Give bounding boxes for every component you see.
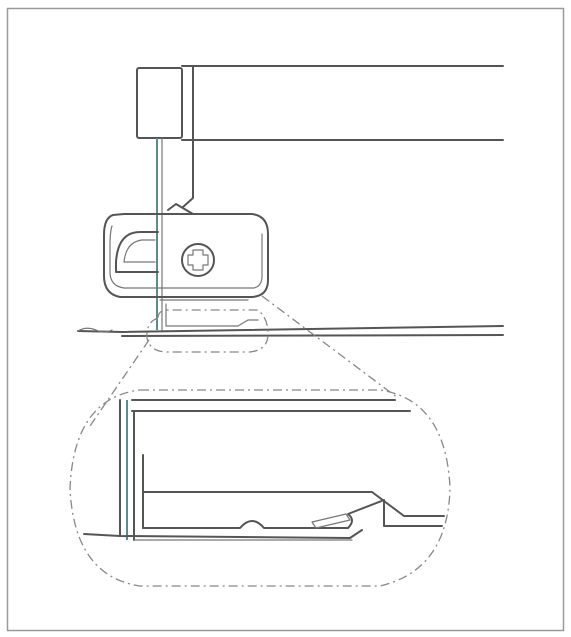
callout-leader-right [261, 295, 399, 399]
detail-callout-small [146, 309, 269, 353]
rail-top-line [77, 325, 504, 333]
detail-clip-bottom [83, 529, 363, 539]
top-block [136, 67, 183, 139]
callout-leader-left [89, 339, 150, 427]
rail-notch [165, 303, 259, 327]
detail-rail-top [142, 491, 445, 517]
enlarged-detail [69, 389, 451, 587]
rail-end-curl [77, 327, 113, 333]
figure-border [6, 7, 565, 632]
panel-side-edge [182, 65, 194, 208]
screw-drive-icon [187, 249, 209, 271]
screw-head [181, 243, 215, 277]
lower-rail [77, 299, 504, 337]
detail-rail-profile [142, 499, 443, 529]
clip-outer-body [103, 213, 269, 298]
upper-panel [136, 65, 504, 208]
rail-bottom-line [121, 334, 504, 337]
clip-inner-edge [109, 225, 263, 289]
clip-slot [115, 231, 159, 273]
mounting-clip [103, 203, 269, 298]
detail-callout-large [69, 389, 451, 587]
clip-top-wedge [167, 203, 194, 215]
clip-slot-inner [123, 239, 156, 263]
detail-spring-tab [311, 513, 351, 529]
